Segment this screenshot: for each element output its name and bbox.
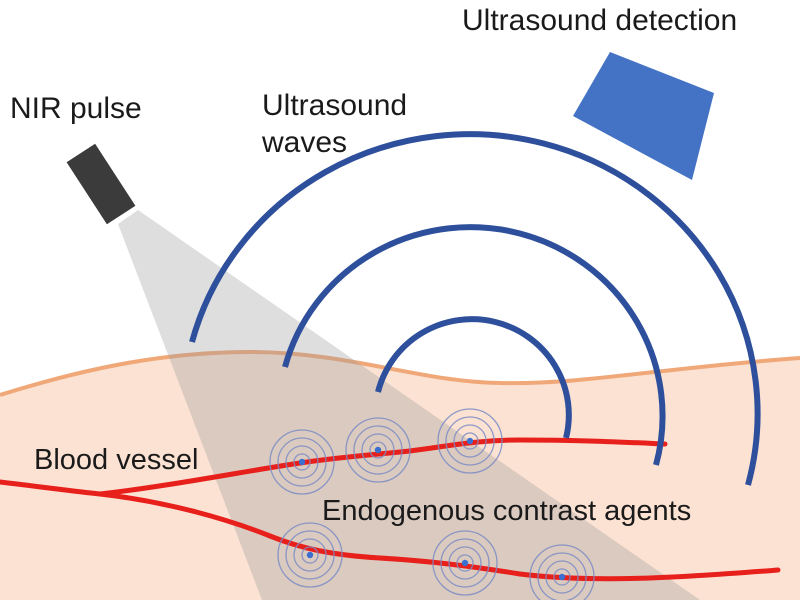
absorber-dot xyxy=(466,437,474,445)
absorber-ring xyxy=(545,560,579,594)
absorber-dot xyxy=(461,559,469,567)
absorber-ring xyxy=(277,522,343,588)
absorber-ring xyxy=(293,538,327,572)
absorber-ring xyxy=(353,425,403,475)
absorber-ring xyxy=(269,429,335,495)
skin-surface-line xyxy=(0,349,800,397)
nir-light-beam xyxy=(118,210,700,600)
absorber-ring xyxy=(461,432,479,450)
absorber-dot xyxy=(374,446,382,454)
absorber-ring xyxy=(453,424,487,458)
ultrasound-wave-arcs xyxy=(189,131,761,486)
endogenous-contrast-agents-label: Endogenous contrast agents xyxy=(322,495,692,527)
blood-vessel-label: Blood vessel xyxy=(34,444,199,476)
contrast-agent-absorber xyxy=(432,530,498,596)
absorber-ring xyxy=(553,568,571,586)
ultrasound-wave-arc xyxy=(189,131,761,486)
absorber-ring xyxy=(369,441,387,459)
absorber-ring xyxy=(432,530,498,596)
absorber-ring xyxy=(285,530,335,580)
contrast-agent-absorber xyxy=(277,522,343,588)
ultrasound-wave-arc xyxy=(282,224,666,466)
tissue-region xyxy=(0,352,800,600)
contrast-agent-absorber xyxy=(437,408,503,474)
ultrasound-transducer-icon xyxy=(573,52,714,180)
ultrasound-detection-label: Ultrasound detection xyxy=(462,4,738,37)
nir-laser-source-icon xyxy=(66,143,136,225)
absorber-ring xyxy=(277,437,327,487)
blood-vessel-network xyxy=(0,437,781,582)
absorber-ring xyxy=(293,453,311,471)
absorber-ring xyxy=(529,544,595,600)
lower-blood-vessel xyxy=(97,491,781,582)
absorber-ring xyxy=(448,546,482,580)
contrast-agent-absorber xyxy=(345,417,411,483)
absorber-ring xyxy=(440,538,490,588)
ultrasound-wave-arc xyxy=(375,316,572,439)
contrast-agent-absorber xyxy=(529,544,595,600)
absorber-ring xyxy=(345,417,411,483)
absorber-ring xyxy=(301,546,319,564)
absorber-dot xyxy=(306,551,314,559)
ultrasound-waves-label: Ultrasound waves xyxy=(262,89,408,159)
absorber-ring xyxy=(361,433,395,467)
absorber-ring xyxy=(537,552,587,600)
absorber-ring xyxy=(445,416,495,466)
contrast-agents-group xyxy=(269,408,595,600)
contrast-agent-absorber xyxy=(269,429,335,495)
absorber-ring xyxy=(437,408,503,474)
nir-pulse-label: NIR pulse xyxy=(10,92,142,125)
absorber-ring xyxy=(285,445,319,479)
absorber-dot xyxy=(558,573,566,581)
absorber-ring xyxy=(456,554,474,572)
absorber-dot xyxy=(298,458,306,466)
